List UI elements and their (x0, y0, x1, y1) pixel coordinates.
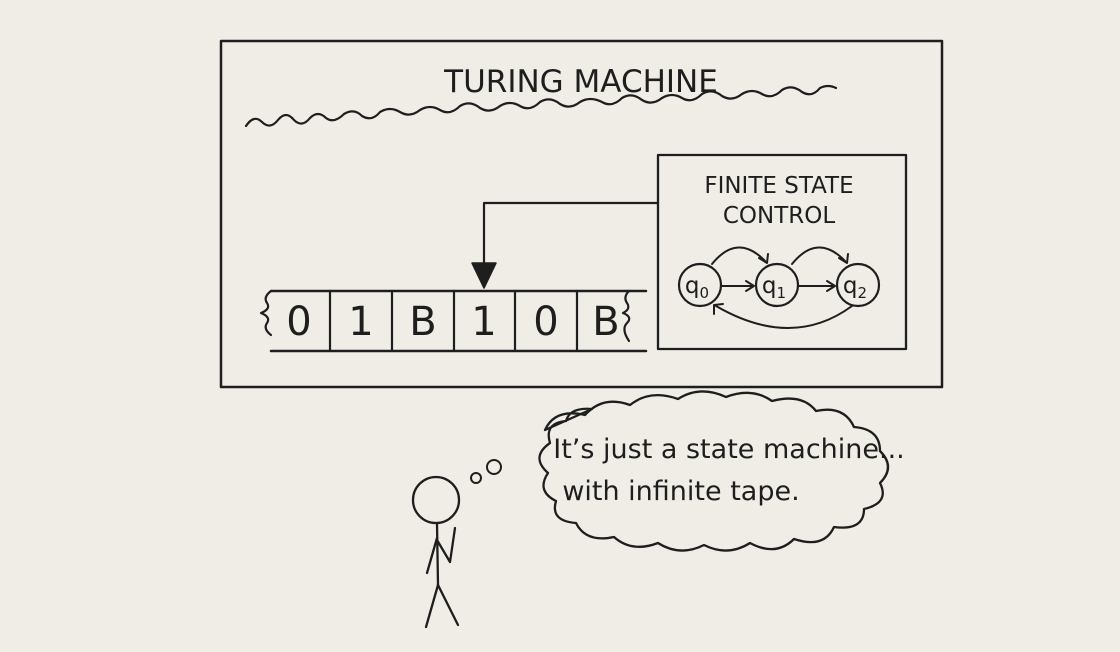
transition-arrow (715, 305, 853, 329)
arrowhead-icon (713, 303, 724, 315)
thought-cloud (538, 390, 890, 552)
title-scribble (244, 84, 838, 128)
read-write-head (471, 201, 660, 289)
thought-line1: It’s just a state machine... (553, 434, 905, 465)
tape-right-break (621, 289, 631, 343)
arrowhead-icon (758, 253, 769, 264)
state-node (835, 262, 881, 308)
figure-left-arm (425, 536, 439, 575)
state-label: q2 (843, 273, 867, 302)
tape-cell: 0 (286, 299, 311, 345)
head-arrow-icon (471, 262, 497, 289)
figure-body (435, 522, 440, 587)
thought-dot (470, 472, 482, 484)
head-connector-line (482, 201, 660, 268)
state-node (754, 262, 800, 308)
tape-cell: 1 (348, 299, 373, 345)
tape-cell: 0 (533, 299, 558, 345)
tape-cell: B (409, 299, 436, 345)
tape-left-break (259, 289, 273, 337)
figure-left-leg (424, 583, 440, 629)
figure-right-leg (436, 583, 460, 627)
arrowhead-icon (826, 280, 836, 292)
control-box (656, 153, 908, 351)
arrowhead-icon (745, 280, 755, 292)
tape: 0 1 B 1 0 B (259, 289, 648, 353)
thought-line2: with infinite tape. (562, 476, 799, 507)
transition-arrow (711, 246, 767, 265)
state-label: q1 (762, 273, 786, 302)
transition-arrow (791, 246, 847, 265)
state-label: q0 (685, 273, 709, 302)
control-title-line1: FINITE STATE (704, 173, 853, 199)
turing-machine-frame (219, 39, 944, 389)
figure-right-arm (435, 526, 457, 564)
figure-head (411, 475, 461, 525)
finite-state-control: FINITE STATE CONTROL q0 q1 q2 (656, 153, 908, 351)
state-node (677, 262, 723, 308)
control-title-line2: CONTROL (723, 203, 836, 229)
stick-figure (411, 475, 461, 629)
tape-cell: B (592, 299, 619, 345)
thought-dot (486, 459, 502, 475)
tape-cell: 1 (471, 299, 496, 345)
arrowhead-icon (838, 253, 849, 264)
